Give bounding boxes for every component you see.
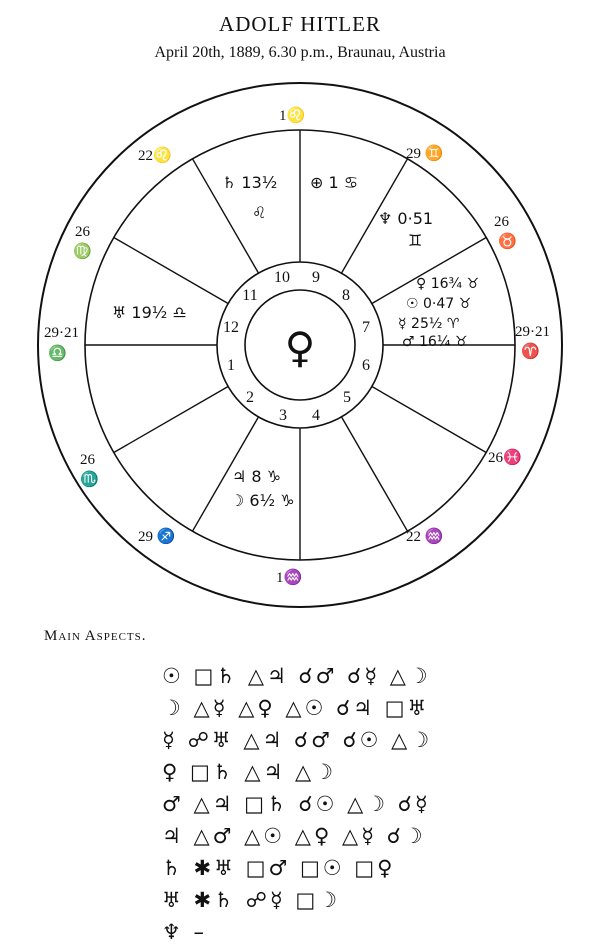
cusp-label-gemini: 29 ♊: [406, 144, 443, 162]
cusp-label-libra-sign: ♎: [48, 344, 67, 362]
cusp-label-virgo-sign: ♍: [73, 242, 92, 260]
cusp-label-aries-sign: ♈: [521, 342, 540, 360]
house-number-3: 3: [279, 407, 287, 424]
aspect-row-mercury: ☿ ☍♅ △♃ ☌♂ ☌☉ △☽: [162, 728, 433, 752]
aspect-row-saturn: ♄ ✱♅ □♂ □☉ □♀: [162, 856, 396, 880]
cusp-label-libra-deg: 29·21: [44, 325, 79, 341]
placement-venus: ♀ 16¾ ♉: [416, 276, 479, 292]
aspects-list: ☉ □♄ △♃ ☌♂ ☌☿ △☽ ☽ △☿ △♀ △☉ ☌♃ □♅ ☿ ☍♅ △…: [162, 660, 432, 948]
cusp-label-scorpio-sign: ♏: [80, 470, 99, 488]
aspect-row-mars: ♂ △♃ □♄ ☌☉ △☽ ☌☿: [162, 792, 431, 816]
house-number-10: 10: [274, 269, 290, 286]
cusp-label-aquarius-22: 22 ♒: [406, 527, 443, 545]
house-number-2: 2: [246, 389, 254, 406]
placement-moon: ☽ 6½ ♑: [230, 491, 295, 510]
cusp-label-bottom: 1♒: [276, 568, 302, 586]
placement-part-of-fortune: ⊕ 1 ♋: [310, 173, 358, 192]
aspect-row-neptune: ♆ –: [162, 920, 208, 944]
aspect-row-sun: ☉ □♄ △♃ ☌♂ ☌☿ △☽: [162, 664, 431, 688]
cusp-label-taurus-sign: ♉: [498, 232, 517, 250]
chart-subtitle: April 20th, 1889, 6.30 p.m., Braunau, Au…: [154, 44, 446, 61]
house-number-8: 8: [342, 287, 350, 304]
aspect-row-venus: ♀ □♄ △♃ △☽: [162, 760, 337, 784]
cusp-label-aries-deg: 29·21: [515, 324, 550, 340]
aspect-row-uranus: ♅ ✱♄ ☍☿ □☽: [162, 888, 341, 912]
aspects-heading: Main Aspects.: [44, 628, 147, 644]
house-number-5: 5: [343, 389, 351, 406]
house-number-6: 6: [362, 357, 370, 374]
placement-neptune: ♆ 0·51: [378, 209, 433, 228]
placement-mercury: ☿ 25½ ♈: [398, 316, 460, 332]
house-number-11: 11: [242, 287, 257, 304]
house-number-4: 4: [312, 407, 320, 424]
cusp-label-top: 1♌: [279, 106, 305, 124]
placement-neptune-sign: ♊: [408, 231, 422, 250]
outer-ring: [37, 82, 563, 608]
horoscope-wheel: ♀ 1 2 3 4 5 6 7 8 9 10 11 12 1♌ 29 ♊ 26 …: [37, 82, 563, 608]
house-number-1: 1: [227, 357, 235, 374]
cusp-label-virgo-deg: 26: [75, 224, 91, 240]
house-cusp-lines: [85, 130, 515, 560]
placement-sun: ☉ 0·47 ♉: [406, 296, 471, 312]
placement-saturn: ♄ 13½: [222, 173, 277, 192]
cusp-label-leo-22: 22♌: [138, 146, 172, 164]
cusp-label-taurus-deg: 26: [494, 214, 510, 230]
aspect-row-jupiter: ♃ △♂ △☉ △♀ △☿ ☌☽: [162, 824, 426, 848]
house-number-7: 7: [362, 319, 370, 336]
aspect-row-moon: ☽ △☿ △♀ △☉ ☌♃ □♅: [162, 696, 430, 720]
placement-saturn-sign: ♌: [252, 203, 266, 222]
house-number-9: 9: [312, 269, 320, 286]
placement-jupiter: ♃ 8 ♑: [232, 467, 281, 486]
cusp-label-pisces: 26♓: [488, 448, 522, 466]
center-venus-symbol: ♀: [285, 323, 316, 372]
house-number-12: 12: [223, 319, 239, 336]
placement-uranus: ♅ 19½ ♎: [112, 303, 187, 322]
cusp-label-sagittarius: 29 ♐: [138, 527, 175, 545]
chart-title: ADOLF HITLER: [219, 12, 381, 36]
cusp-label-scorpio-deg: 26: [80, 452, 96, 468]
placement-mars: ♂ 16¼ ♉: [402, 334, 467, 350]
center-circle: [244, 289, 356, 401]
